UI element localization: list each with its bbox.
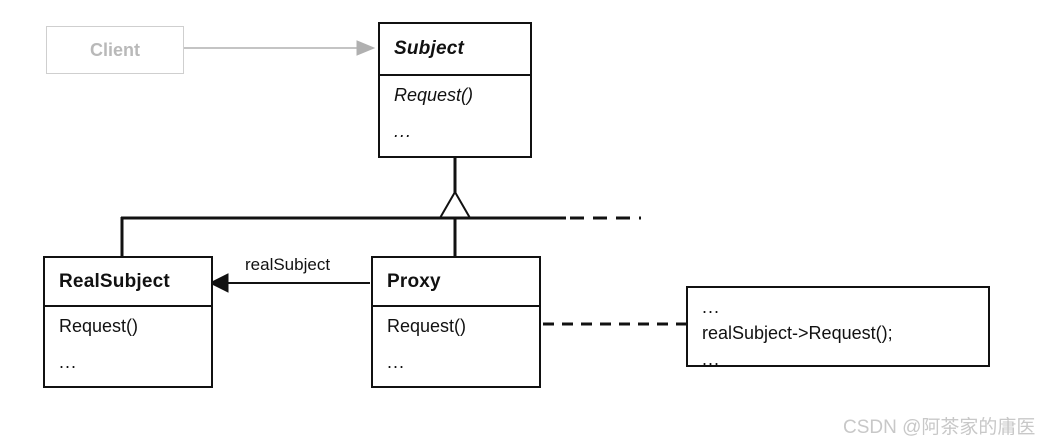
realsubject-operation-request: Request() — [59, 316, 139, 336]
class-box-realsubject[interactable]: RealSubject Request() ... — [43, 256, 213, 388]
proxy-operation-ellipsis: ... — [387, 352, 406, 372]
note-line-1: ... — [702, 297, 721, 317]
client-label: Client — [89, 39, 140, 60]
csdn-watermark: CSDN @阿茶家的庸医 — [843, 417, 1036, 438]
generalization-triangle — [438, 189, 472, 219]
note-box[interactable]: ... realSubject->Request(); ... — [686, 286, 990, 369]
proxy-operations: Request() ... — [373, 307, 539, 371]
note-text: ... realSubject->Request(); ... — [702, 294, 893, 372]
realsubject-operations: Request() ... — [45, 307, 211, 371]
realsubject-operation-ellipsis: ... — [59, 352, 78, 372]
proxy-class-name: Proxy — [373, 258, 539, 307]
note-line-3: ... — [702, 349, 721, 370]
note-line-2: realSubject->Request(); — [702, 323, 893, 344]
proxy-operation-request: Request() — [387, 316, 467, 336]
subject-operation-request: Request() — [394, 85, 474, 105]
association-role-label: realSubject — [245, 255, 331, 274]
client-to-subject-arrow — [184, 40, 376, 56]
subject-class-name: Subject — [380, 24, 530, 76]
class-box-proxy[interactable]: Proxy Request() ... — [371, 256, 541, 388]
subject-operations: Request() ... — [380, 76, 530, 140]
proxy-to-realsubject-association — [208, 273, 370, 293]
client-box[interactable]: Client — [46, 26, 184, 74]
subject-operation-ellipsis: ... — [394, 121, 413, 141]
realsubject-class-name: RealSubject — [45, 258, 211, 307]
class-box-subject[interactable]: Subject Request() ... — [378, 22, 532, 158]
